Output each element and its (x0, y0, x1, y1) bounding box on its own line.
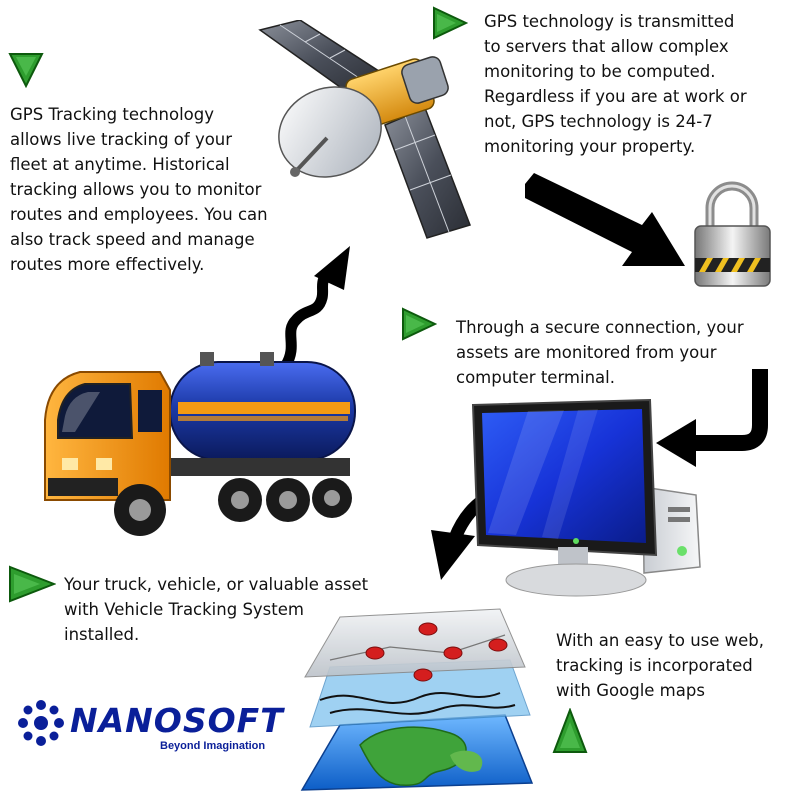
green-bullet-arrow-icon (8, 53, 44, 88)
computer-icon (471, 398, 701, 597)
flow-arrow-icon (525, 173, 685, 266)
green-bullet-arrow-icon (402, 307, 437, 341)
brand-name: NANOSOFT (70, 701, 284, 740)
padlock-icon (694, 181, 771, 287)
caption-web-maps: With an easy to use web, tracking is inc… (556, 631, 765, 700)
flow-arrow-icon (656, 369, 768, 467)
caption-gps-tracking: GPS Tracking technology allows live trac… (10, 105, 268, 274)
truck-icon (44, 352, 356, 536)
flow-arrow-icon (280, 246, 350, 370)
caption-secure-connection: Through a secure connection, your assets… (456, 318, 744, 387)
green-bullet-arrow-icon (433, 6, 468, 40)
nanosoft-logo (18, 700, 64, 746)
map-layers-icon (300, 608, 534, 791)
brand-tagline: Beyond Imagination (160, 740, 266, 752)
green-bullet-arrow-icon (9, 565, 56, 603)
satellite-icon (258, 20, 471, 239)
caption-truck-asset: Your truck, vehicle, or valuable asset w… (64, 575, 369, 644)
green-bullet-arrow-icon (552, 708, 588, 753)
caption-gps-transmitted: GPS technology is transmitted to servers… (484, 12, 747, 156)
